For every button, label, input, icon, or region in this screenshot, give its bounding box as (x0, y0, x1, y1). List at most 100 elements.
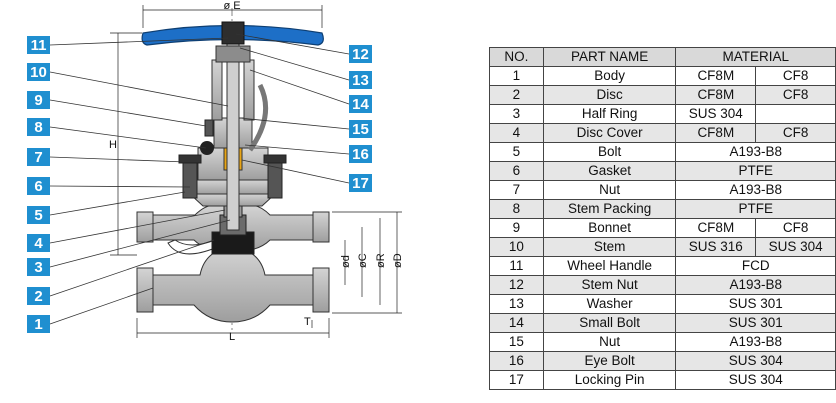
cell-material: SUS 304 (675, 370, 836, 390)
cell-no: 4 (489, 123, 544, 143)
cell-no: 12 (489, 275, 544, 295)
svg-text:11: 11 (31, 37, 47, 54)
cell-no: 14 (489, 313, 544, 333)
cell-material: A193-B8 (675, 332, 836, 352)
callout-11: 11 (27, 36, 50, 54)
dim-t-label: T (304, 316, 311, 328)
callout-9: 9 (27, 91, 50, 109)
svg-text:1: 1 (34, 316, 42, 333)
callout-17: 17 (349, 174, 372, 192)
cell-no: 16 (489, 351, 544, 371)
callout-8: 8 (27, 118, 50, 136)
cell-part-name: Stem Packing (542, 199, 677, 219)
cell-material-2: CF8 (755, 85, 836, 105)
cell-part-name: Body (542, 66, 677, 86)
svg-text:12: 12 (352, 46, 369, 63)
table-header-row: NO. PART NAME MATERIAL (489, 47, 836, 67)
svg-text:8: 8 (34, 119, 42, 136)
callout-1: 1 (27, 315, 50, 333)
cell-part-name: Bolt (542, 142, 677, 162)
svg-text:15: 15 (352, 121, 369, 138)
dim-d-small-label: ød (340, 255, 352, 268)
callout-7: 7 (27, 148, 50, 166)
cell-no: 3 (489, 104, 544, 124)
cell-part-name: Stem Nut (542, 275, 677, 295)
callout-6: 6 (27, 177, 50, 195)
dim-d-large-label: øD (392, 253, 404, 268)
callout-14: 14 (349, 95, 372, 113)
cell-material-2 (755, 104, 836, 124)
cell-material: FCD (675, 256, 836, 276)
svg-text:2: 2 (34, 288, 42, 305)
cell-material-1: CF8M (675, 123, 757, 143)
cell-material-1: SUS 316 (675, 237, 757, 257)
svg-text:7: 7 (34, 149, 42, 166)
callout-4: 4 (27, 234, 50, 252)
cell-part-name: Disc Cover (542, 123, 677, 143)
svg-text:16: 16 (352, 146, 369, 163)
svg-text:13: 13 (352, 72, 369, 89)
cell-part-name: Gasket (542, 161, 677, 181)
cell-no: 13 (489, 294, 544, 314)
cell-no: 9 (489, 218, 544, 238)
cell-material: SUS 301 (675, 313, 836, 333)
cell-part-name: Wheel Handle (542, 256, 677, 276)
header-part-name: PART NAME (542, 47, 677, 67)
cell-part-name: Half Ring (542, 104, 677, 124)
dim-h-label: H (109, 139, 117, 151)
svg-text:14: 14 (352, 96, 369, 113)
cell-part-name: Stem (542, 237, 677, 257)
valve-cross-section-drawing: ø E H L T ød øC øR øD 11 10 9 8 7 6 5 4 … (27, 0, 404, 343)
small-bolt (204, 119, 214, 137)
svg-text:17: 17 (352, 175, 369, 192)
svg-text:9: 9 (34, 92, 42, 109)
leader-lines (49, 33, 350, 325)
dim-r-label: øR (375, 253, 387, 268)
svg-text:5: 5 (34, 207, 42, 224)
svg-text:4: 4 (34, 235, 43, 252)
callout-16: 16 (349, 145, 372, 163)
callout-5: 5 (27, 206, 50, 224)
cell-material-2: CF8 (755, 123, 836, 143)
cell-material-1: CF8M (675, 85, 757, 105)
cell-part-name: Bonnet (542, 218, 677, 238)
cell-material-2: CF8 (755, 218, 836, 238)
yoke (211, 45, 255, 121)
cell-part-name: Small Bolt (542, 313, 677, 333)
dim-c-label: øC (357, 253, 369, 268)
cell-no: 2 (489, 85, 544, 105)
cell-no: 7 (489, 180, 544, 200)
cell-material-1: CF8M (675, 66, 757, 86)
cell-material: A193-B8 (675, 180, 836, 200)
header-no: NO. (489, 47, 544, 67)
stem (226, 39, 240, 231)
cell-no: 10 (489, 237, 544, 257)
cell-part-name: Locking Pin (542, 370, 677, 390)
cell-material-2: SUS 304 (755, 237, 836, 257)
svg-text:3: 3 (34, 259, 42, 276)
svg-text:10: 10 (30, 64, 47, 81)
svg-text:6: 6 (34, 178, 42, 195)
callout-2: 2 (27, 287, 50, 305)
callout-3: 3 (27, 258, 50, 276)
cell-material: A193-B8 (675, 275, 836, 295)
cell-part-name: Eye Bolt (542, 351, 677, 371)
cell-material: SUS 304 (675, 351, 836, 371)
dim-l-label: L (229, 331, 235, 343)
cell-no: 6 (489, 161, 544, 181)
